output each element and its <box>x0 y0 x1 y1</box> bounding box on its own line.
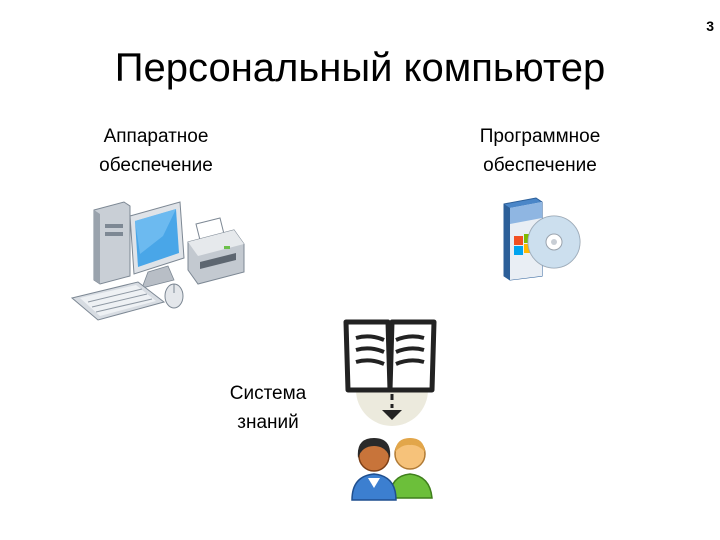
knowledge-label-line2: знаний <box>237 412 299 433</box>
hardware-label: Аппаратное обеспечение <box>56 122 256 180</box>
page-number: 3 <box>706 18 714 34</box>
users-icon <box>351 438 433 501</box>
software-label-line1: Программное <box>479 126 601 147</box>
slide-title: Персональный компьютер <box>114 46 606 90</box>
software-box-disc-icon <box>503 197 581 281</box>
hardware-label-line1: Аппаратное <box>103 126 209 147</box>
knowledge-label: Система знаний <box>200 379 336 437</box>
software-label-line2: обеспечение <box>483 155 597 176</box>
computer-with-printer-icon <box>70 201 245 321</box>
hardware-label-line2: обеспечение <box>99 155 213 176</box>
open-book-icon <box>343 319 437 426</box>
knowledge-label-line1: Система <box>229 383 307 404</box>
software-label: Программное обеспечение <box>440 122 640 180</box>
